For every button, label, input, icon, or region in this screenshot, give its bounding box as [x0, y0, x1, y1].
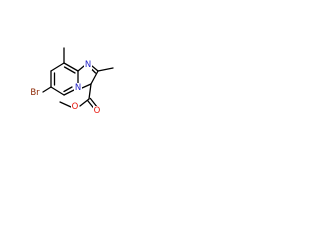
bond-carbonyl-o-double-2: [89, 97, 97, 107]
bond-n4-c5: [63, 89, 75, 96]
carbonyl-oxygen-label: O: [94, 106, 101, 116]
bonds: [42, 47, 114, 109]
molecule-structure-diagram: Br N N O O: [27, 47, 114, 116]
bond-c8-c8a: [63, 62, 79, 72]
bromine-label: Br: [30, 88, 40, 98]
bond-c2-c3: [90, 70, 99, 85]
bond-c8a-n1: [77, 65, 85, 72]
bond-n1-c2: [91, 65, 99, 72]
bond-c7-c8: [50, 62, 65, 72]
bond-n4-c5-inner: [63, 86, 73, 93]
ring-nitrogen-label: N: [85, 60, 91, 70]
bridgehead-nitrogen-label: N: [75, 83, 81, 93]
bond-c3-carbonyl-c: [88, 83, 92, 100]
atom-labels: Br N N O O: [27, 60, 101, 116]
bond-carbonyl-c-ester-o: [79, 98, 90, 107]
bond-c3-n4: [81, 83, 92, 89]
bond-c8-c8a-inner: [63, 66, 76, 74]
bond-c5-c6: [50, 86, 65, 96]
bond-ester-o-methyl: [59, 101, 72, 108]
bond-carbonyl-o-double-1: [86, 99, 95, 109]
bond-c2-methyl: [97, 67, 114, 72]
ester-oxygen-label: O: [72, 102, 79, 112]
bond-c6-br: [42, 86, 52, 93]
bond-n1-c2-inner: [91, 68, 97, 74]
